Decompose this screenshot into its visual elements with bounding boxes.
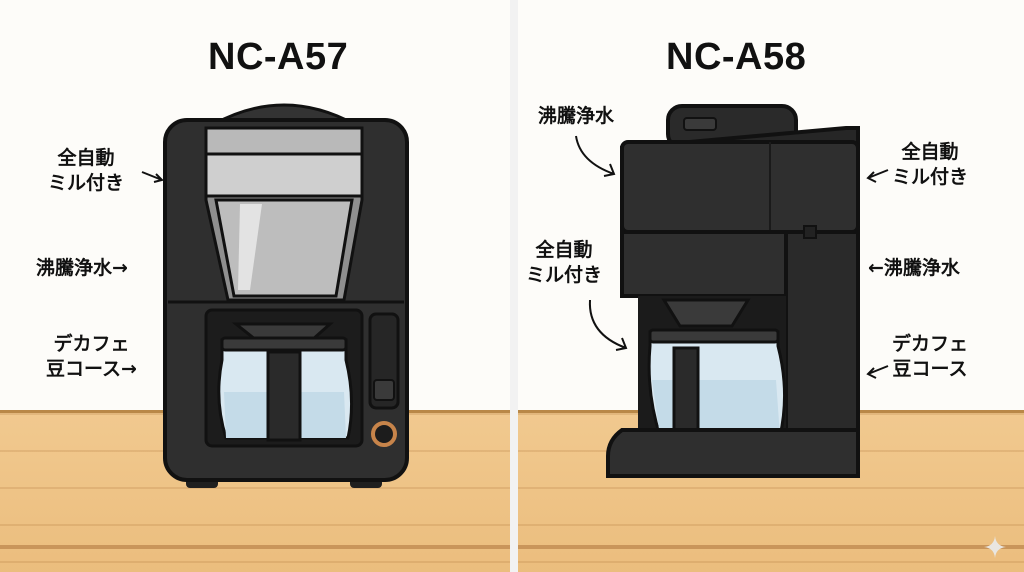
panel-nc-a58: NC-A58 沸騰浄水 全自動 ミル付き <box>518 0 1024 572</box>
label-auto-mill-left: 全自動 ミル付き <box>526 239 603 286</box>
model-title-nc-a58: NC-A58 <box>666 36 807 78</box>
panel-nc-a57: NC-A57 全自動 ミル付き 沸騰浄 <box>0 0 510 572</box>
arrow-left-icon <box>866 365 889 379</box>
sparkle-icon <box>984 536 1006 558</box>
coffee-maker-nc-a57 <box>163 103 409 488</box>
model-title-nc-a57: NC-A57 <box>208 36 349 78</box>
arrow-right-icon <box>141 171 164 183</box>
label-boil-filter: 沸騰浄水→ <box>36 257 128 279</box>
curved-arrow-icon <box>588 299 628 351</box>
curved-arrow-icon <box>575 135 616 177</box>
label-decaf-course: デカフェ 豆コース→ <box>46 333 137 380</box>
arrow-left-icon <box>866 169 889 183</box>
panel-divider <box>510 0 518 572</box>
label-decaf-course-right: デカフェ 豆コース <box>892 333 969 380</box>
coffee-maker-nc-a58 <box>606 104 860 478</box>
label-boil-filter-right: ←沸騰浄水 <box>868 257 960 279</box>
label-auto-mill: 全自動 ミル付き <box>48 147 125 194</box>
label-auto-mill-right: 全自動 ミル付き <box>892 141 969 188</box>
label-boil-filter-top: 沸騰浄水 <box>538 105 615 127</box>
